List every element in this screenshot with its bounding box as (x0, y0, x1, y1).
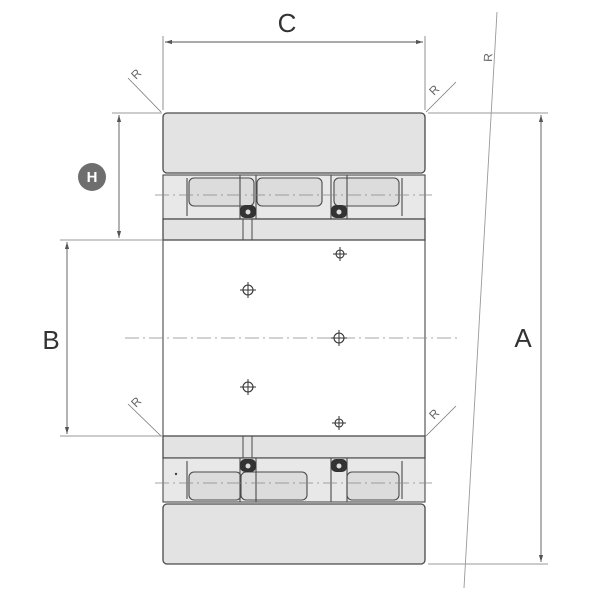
roller-row-top (162, 174, 426, 220)
seal-top-left (240, 205, 256, 218)
inner-ring-bottom (162, 435, 426, 459)
seal-top-right (331, 205, 347, 218)
roller-top-1 (188, 177, 255, 207)
taper-line (463, 11, 498, 589)
dimension-a-label: A (514, 323, 532, 353)
dimension-a: A (428, 112, 548, 565)
roller-bottom-1 (188, 471, 242, 501)
centerlines (125, 194, 460, 484)
roller-bottom-3 (346, 471, 400, 501)
dimension-b: B (42, 239, 162, 437)
seal-bottom-right (331, 459, 347, 472)
radius-label-taper: R (481, 53, 495, 62)
dimension-c-label: C (278, 8, 297, 38)
roller-bottom-2 (240, 471, 308, 501)
h-badge-label: H (87, 169, 98, 186)
dimension-b-label: B (42, 325, 59, 355)
inner-ring-top (162, 218, 426, 241)
outer-ring-bottom (162, 503, 426, 565)
hole-2 (240, 282, 256, 298)
hole-4 (240, 379, 256, 395)
h-badge: H (78, 163, 106, 191)
seal-bottom-left (240, 459, 256, 472)
radius-label-top-right: R (426, 82, 442, 98)
roller-top-3 (333, 177, 400, 207)
dimension-h: H (78, 112, 162, 238)
outer-ring-top (162, 112, 426, 174)
roller-top-2 (256, 177, 323, 207)
roller-row-bottom (162, 457, 426, 503)
radius-label-bottom-left: R (128, 394, 144, 410)
hole-3 (331, 330, 347, 346)
lubrication-holes (240, 247, 347, 430)
radius-label-bottom-right: R (426, 406, 442, 422)
hole-1 (333, 247, 347, 261)
hole-5 (332, 416, 346, 430)
dimension-c: C (162, 8, 426, 110)
radius-label-top-left: R (128, 66, 144, 82)
